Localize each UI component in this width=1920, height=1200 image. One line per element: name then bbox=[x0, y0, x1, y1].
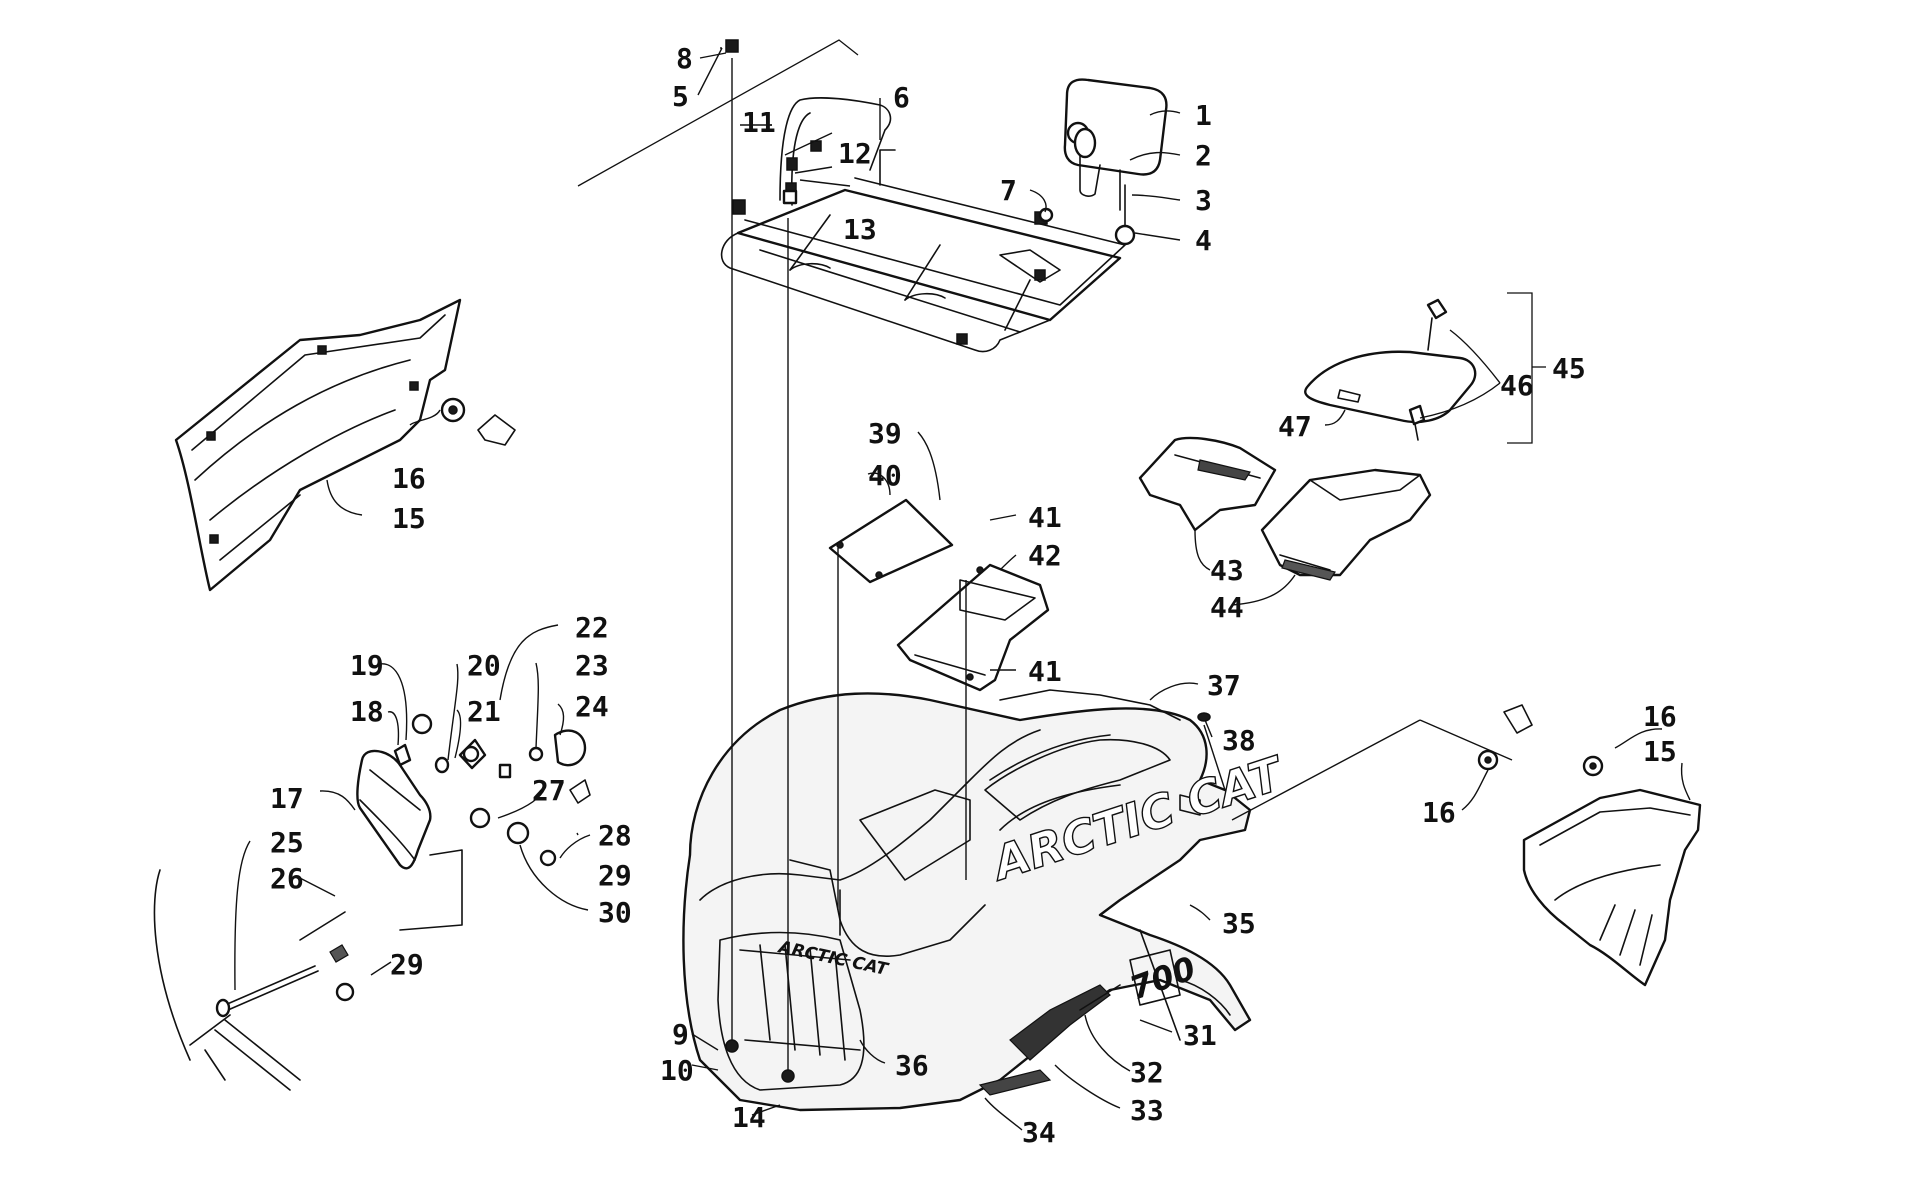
left-fender-clip bbox=[440, 397, 516, 446]
callout-41-bottom: 41 bbox=[1028, 655, 1062, 688]
callout-38: 38 bbox=[1222, 724, 1256, 757]
center-console-panel bbox=[896, 563, 1050, 692]
grille bbox=[739, 944, 861, 1061]
callout-39: 39 bbox=[868, 417, 902, 450]
callout-19: 19 bbox=[350, 649, 384, 682]
callout-37: 37 bbox=[1207, 669, 1241, 702]
callout-10: 10 bbox=[660, 1054, 694, 1087]
callout-36: 36 bbox=[895, 1049, 929, 1082]
callout-18: 18 bbox=[350, 695, 384, 728]
storage-bin bbox=[1260, 468, 1432, 581]
callout-34: 34 bbox=[1022, 1116, 1056, 1149]
callout-22: 22 bbox=[575, 611, 609, 644]
callout-20: 20 bbox=[467, 649, 501, 682]
right-fender-panel bbox=[1522, 788, 1702, 987]
mirror bbox=[1063, 78, 1168, 197]
callout-24: 24 bbox=[575, 690, 609, 723]
callout-12: 12 bbox=[838, 137, 872, 170]
callout-4: 4 bbox=[1195, 224, 1212, 257]
callout-46: 46 bbox=[1500, 369, 1534, 402]
callout-1: 1 bbox=[1195, 99, 1212, 132]
callout-16-right-bottom: 16 bbox=[1422, 796, 1456, 829]
storage-cover bbox=[1138, 436, 1277, 532]
callout-9: 9 bbox=[672, 1018, 689, 1051]
callout-7: 7 bbox=[1000, 174, 1017, 207]
callout-17: 17 bbox=[270, 782, 304, 815]
callout-30: 30 bbox=[598, 896, 632, 929]
callout-42: 42 bbox=[1028, 539, 1062, 572]
bracket-line-5 bbox=[577, 39, 859, 187]
callout-25: 25 bbox=[270, 826, 304, 859]
bracket-45 bbox=[1507, 292, 1546, 444]
callout-8: 8 bbox=[676, 42, 693, 75]
assembly-lines bbox=[725, 58, 1513, 1083]
callout-23: 23 bbox=[575, 649, 609, 682]
access-panel bbox=[828, 498, 954, 584]
callout-32: 32 bbox=[1130, 1056, 1164, 1089]
callout-5: 5 bbox=[672, 80, 689, 113]
mirror-hardware bbox=[1038, 169, 1136, 246]
right-hardware-38 bbox=[1197, 712, 1211, 722]
left-fender-panel bbox=[174, 298, 462, 592]
callout-29-left: 29 bbox=[390, 948, 424, 981]
callout-15-right: 15 bbox=[1643, 735, 1677, 768]
callout-28: 28 bbox=[598, 819, 632, 852]
callout-33: 33 bbox=[1130, 1094, 1164, 1127]
callout-13: 13 bbox=[843, 213, 877, 246]
callout-41-top: 41 bbox=[1028, 501, 1062, 534]
callout-44: 44 bbox=[1210, 591, 1244, 624]
callout-11: 11 bbox=[742, 106, 776, 139]
headlight-components bbox=[299, 713, 591, 941]
headlight-adjuster bbox=[153, 869, 355, 1091]
callout-2: 2 bbox=[1195, 139, 1212, 172]
right-fender-clips bbox=[1477, 704, 1604, 777]
callout-45: 45 bbox=[1552, 352, 1586, 385]
callout-3: 3 bbox=[1195, 184, 1212, 217]
front-body-panel bbox=[682, 689, 1252, 1112]
callout-15-left: 15 bbox=[392, 502, 426, 535]
callout-leaders bbox=[234, 47, 1691, 1131]
callout-43: 43 bbox=[1210, 554, 1244, 587]
callout-29-right: 29 bbox=[598, 859, 632, 892]
callout-6: 6 bbox=[893, 81, 910, 114]
headlight-housing bbox=[356, 749, 432, 870]
callout-16-left: 16 bbox=[392, 462, 426, 495]
callout-14: 14 bbox=[732, 1101, 766, 1134]
callout-47: 47 bbox=[1278, 410, 1312, 443]
front-rack bbox=[720, 97, 1126, 353]
callout-labels: 1 2 3 4 5 6 7 8 9 10 11 12 13 14 15 15 1… bbox=[270, 42, 1677, 1149]
callout-21: 21 bbox=[467, 695, 501, 728]
callout-16-right-top: 16 bbox=[1643, 700, 1677, 733]
side-decal-area bbox=[978, 949, 1231, 1096]
callout-31: 31 bbox=[1183, 1019, 1217, 1052]
callout-26: 26 bbox=[270, 862, 304, 895]
callout-40: 40 bbox=[868, 459, 902, 492]
storage-lid bbox=[1304, 298, 1477, 441]
callout-27: 27 bbox=[532, 774, 566, 807]
callout-35: 35 bbox=[1222, 907, 1256, 940]
